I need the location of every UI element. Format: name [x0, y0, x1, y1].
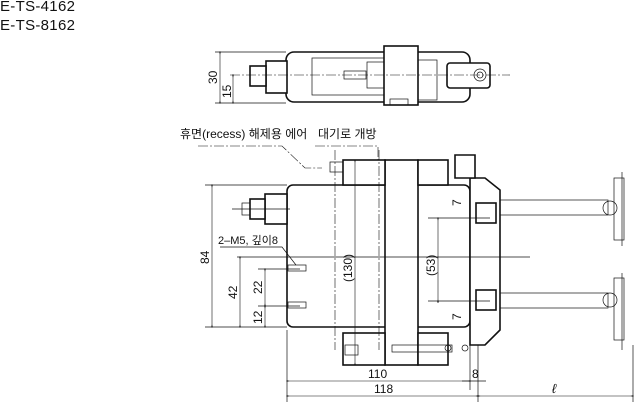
dim-label-7-top: 7 [450, 199, 464, 206]
lower-arm-hub [475, 289, 497, 311]
top-port-fitting [265, 60, 288, 94]
dim-label-118: 118 [374, 382, 393, 396]
leader-recess-air [198, 145, 322, 169]
model-number-1: E-TS-4162 [0, 0, 76, 15]
front-bottom-block [417, 332, 449, 366]
dim-label-12: 12 [251, 310, 265, 324]
top-view: 30 15 [206, 45, 510, 106]
top-clamp-band [383, 45, 419, 106]
label-recess-air: 휴면(recess) 해제용 에어 [180, 127, 307, 141]
leader-tap [220, 246, 297, 266]
top-block [417, 59, 438, 101]
top-end-fitting [446, 62, 491, 89]
dim-label-22: 22 [251, 280, 265, 294]
model-number-2: E-TS-8162 [0, 17, 76, 34]
upper-arm-hub [475, 202, 497, 224]
dim-label-42: 42 [226, 285, 240, 299]
dim-label-7-bottom: 7 [450, 313, 464, 320]
dim-label-130: (130) [341, 254, 355, 282]
tap-hole-icon [287, 264, 307, 272]
front-bottom-pin-icon [461, 344, 469, 352]
upper-roller-pin [613, 177, 625, 241]
front-top-hinge [454, 154, 476, 179]
front-bottom-port [344, 344, 359, 356]
upper-roller-icon [602, 200, 618, 216]
dim-label-8: 8 [472, 367, 479, 381]
tap-hole-icon [287, 301, 307, 309]
top-port-nut [249, 65, 267, 87]
top-screw [389, 98, 409, 106]
lower-roller-icon [602, 292, 618, 308]
label-tap: 2–M5, 깊이8 [218, 234, 278, 247]
dim-label-53: (53) [424, 255, 438, 276]
front-top-port [329, 161, 344, 173]
dim-label-15: 15 [220, 84, 234, 98]
front-top-fitting [342, 159, 386, 186]
front-body [286, 184, 471, 328]
lower-arm [499, 292, 609, 309]
front-clamp-band [384, 159, 419, 366]
label-vent: 대기로 개방 [318, 127, 377, 141]
dim-label-84: 84 [198, 250, 212, 264]
front-bottom-rod [391, 344, 453, 353]
dim-label-l: ℓ [552, 381, 557, 396]
dim-label-110: 110 [368, 367, 387, 381]
front-bottom-fitting [342, 332, 386, 366]
front-top-block [417, 159, 449, 186]
front-bottom-pin-icon [444, 344, 452, 352]
front-view: 휴면(recess) 해제용 에어 대기로 개방 [180, 127, 634, 402]
upper-arm [499, 199, 609, 216]
dim-label-30: 30 [206, 70, 220, 84]
lower-roller-pin [613, 277, 625, 341]
top-body [285, 51, 471, 103]
